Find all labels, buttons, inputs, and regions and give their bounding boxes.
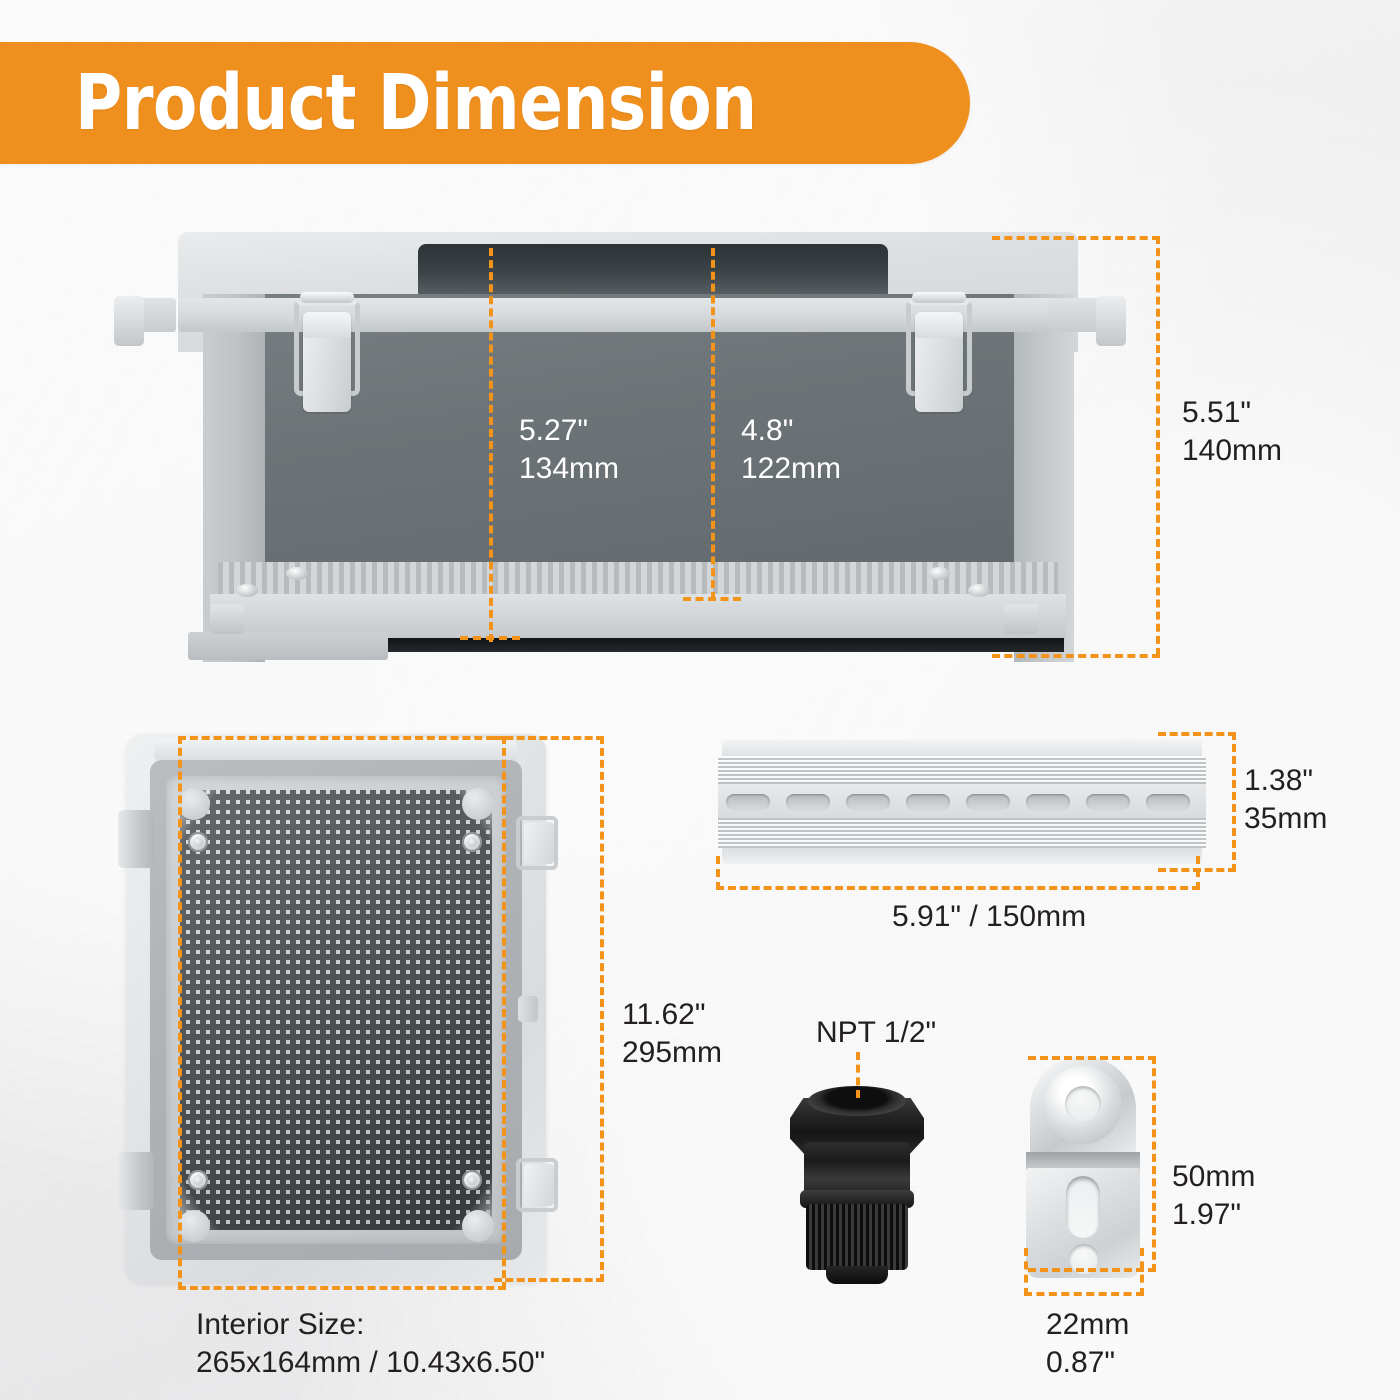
rail-bottom-flange	[722, 848, 1202, 864]
rail-slot	[1026, 794, 1070, 810]
guide-bracket-h-right	[1152, 1056, 1156, 1272]
rail-slot	[966, 794, 1010, 810]
base-screw	[928, 567, 950, 580]
bracket-bend	[1026, 1152, 1140, 1172]
gland-collar	[800, 1190, 914, 1208]
hinge-cap-left	[114, 296, 144, 346]
guide-depth-134	[489, 248, 493, 642]
plate-screw	[462, 832, 482, 852]
gland-body	[804, 1142, 910, 1198]
hinge-upper	[118, 810, 154, 868]
guide-box-interior	[178, 736, 506, 1290]
guide-height-right-front	[600, 736, 604, 1282]
latch-body	[524, 822, 554, 864]
latch-lip	[915, 312, 963, 338]
label-height-295: 11.62"295mm	[622, 998, 723, 1070]
rail-slot	[1146, 794, 1190, 810]
plate-screw	[188, 832, 208, 852]
guide-rail-len-left	[716, 856, 720, 890]
base-post-left	[210, 604, 244, 634]
plate-boss	[178, 1210, 210, 1242]
base-screw	[286, 567, 308, 580]
latch-bail	[516, 816, 558, 870]
guide-rail-h-right	[1232, 732, 1236, 872]
base-screw	[968, 584, 990, 597]
gland-tip	[826, 1266, 888, 1284]
label-interior-size: Interior Size:265x164mm / 10.43x6.50"	[196, 1308, 546, 1380]
hinge-ear-right	[1048, 298, 1104, 332]
guide-height-bottom-front	[494, 1278, 604, 1282]
label-npt-thread: NPT 1/2"	[816, 1016, 937, 1049]
plate-screw	[462, 1170, 482, 1190]
latch-bail	[516, 1158, 558, 1212]
bracket-slot	[1066, 1176, 1100, 1238]
latch-bar	[912, 292, 966, 303]
plate-boss	[462, 1210, 494, 1242]
guide-bracket-h-bottom	[1028, 1268, 1156, 1272]
latch-upper	[516, 810, 558, 876]
base-post-right	[1004, 604, 1038, 634]
guide-height-bottom	[992, 654, 1160, 658]
toggle-latch-left	[294, 290, 360, 412]
guide-depth-122-tick	[683, 597, 741, 601]
guide-height-right	[1156, 236, 1160, 656]
label-depth-122: 4.8"122mm	[741, 414, 842, 486]
guide-bracket-w-right	[1140, 1248, 1144, 1296]
plate-boss	[462, 788, 494, 820]
base-screw	[236, 584, 258, 597]
latch-bar	[300, 292, 354, 303]
plate-screw	[188, 1170, 208, 1190]
latch-lower	[516, 1152, 558, 1218]
lid-gasket-strip	[418, 244, 888, 296]
plate-boss	[178, 788, 210, 820]
front-enclosure-illustration	[118, 734, 558, 1282]
perforated-grid	[180, 790, 492, 1230]
mounting-bracket-illustration	[1024, 1056, 1142, 1278]
enclosure-lid-top	[154, 738, 518, 760]
side-nub	[518, 996, 538, 1022]
label-rail-height: 1.38"35mm	[1244, 764, 1328, 836]
rail-slot	[906, 794, 950, 810]
latch-body	[524, 1164, 554, 1206]
guide-depth-122	[711, 248, 715, 600]
rail-slot	[786, 794, 830, 810]
latch-lip	[303, 312, 351, 338]
din-rail-illustration	[718, 740, 1206, 864]
rail-slot	[1086, 794, 1130, 810]
hinge-cap-right	[1096, 296, 1126, 346]
guide-bracket-h-top	[1028, 1056, 1156, 1060]
guide-npt-leader	[856, 1052, 860, 1098]
guide-rail-len-right	[1196, 856, 1200, 890]
guide-depth-134-tick	[460, 636, 520, 640]
rail-slot	[726, 794, 770, 810]
hinge-lower	[118, 1152, 154, 1210]
din-base-plate	[218, 562, 1058, 598]
rail-slot	[846, 794, 890, 810]
toggle-latch-right	[906, 290, 972, 412]
perforation-shading	[180, 790, 492, 1230]
label-height-140: 5.51"140mm	[1182, 396, 1283, 468]
guide-rail-h-top	[1158, 732, 1236, 736]
main-enclosure-illustration	[114, 232, 1126, 664]
page-title: Product Dimension	[75, 58, 757, 148]
cable-gland-illustration	[782, 1086, 932, 1284]
gland-knurled-cap	[806, 1204, 908, 1270]
guide-rail-len-bottom	[716, 886, 1200, 890]
label-depth-134: 5.27"134mm	[519, 414, 620, 486]
guide-bracket-w-left	[1024, 1248, 1028, 1296]
bracket-hole-top	[1065, 1086, 1101, 1122]
guide-height-top-front	[494, 736, 604, 740]
enclosure-foot	[188, 632, 388, 660]
title-banner: Product Dimension	[0, 42, 970, 164]
base-shadow-line	[214, 638, 1064, 652]
guide-bracket-w-bottom	[1024, 1292, 1144, 1296]
label-rail-length: 5.91" / 150mm	[892, 900, 1087, 933]
guide-height-top	[992, 236, 1160, 240]
rail-top-flange	[722, 740, 1202, 756]
